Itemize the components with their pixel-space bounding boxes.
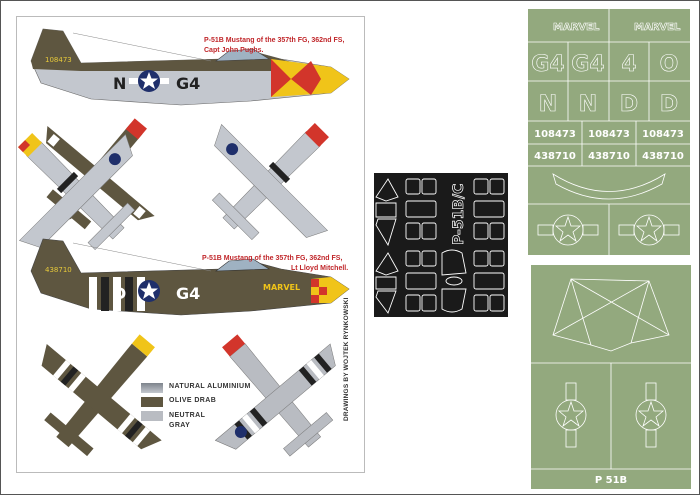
paint-mask-sheet-1: MARVEL MARVEL G4 G4 4 O N N D D 108473 1… bbox=[528, 9, 690, 255]
legend-label: NATURAL ALUMINIUM bbox=[169, 383, 251, 390]
profile-1-caption-line1: P-51B Mustang of the 357th FG, 362nd FS, bbox=[204, 37, 345, 44]
profile-2-code-right: G4 bbox=[176, 284, 200, 303]
mask-footer-label: P 51B bbox=[595, 475, 627, 486]
credit-text: DRAWINGS BY WOJTEK RYNKOWSKI bbox=[343, 297, 350, 421]
mask-code: D bbox=[620, 92, 638, 117]
legend-label: OLIVE DRAB bbox=[169, 397, 217, 404]
legend-swatch-olive bbox=[141, 397, 163, 407]
mask-serial: 108473 bbox=[534, 129, 576, 140]
aircraft-drawings: N G4 108473 bbox=[18, 28, 350, 457]
mask-marvel: MARVEL bbox=[634, 22, 681, 33]
legend-swatch-aluminium bbox=[141, 383, 163, 393]
profile-1-code-left: N bbox=[113, 74, 126, 93]
profile-1-top-views bbox=[18, 118, 329, 251]
legend-item: NEUTRAL GRAY bbox=[141, 411, 219, 431]
mask-serial: 438710 bbox=[588, 151, 630, 162]
mask-code: D bbox=[660, 92, 678, 117]
profile-2-top-views bbox=[41, 334, 336, 457]
profile-2-nose-art: MARVEL bbox=[263, 283, 300, 292]
mask-marvel: MARVEL bbox=[553, 22, 600, 33]
profile-1-code-right: G4 bbox=[176, 74, 200, 93]
mask-serial: 108473 bbox=[642, 129, 684, 140]
mask-code: G4 bbox=[531, 52, 564, 77]
profile-2-side-view: D G4 438710 MARVEL bbox=[30, 238, 350, 316]
mask-code: G4 bbox=[571, 52, 604, 77]
mask-code: 4 bbox=[621, 52, 636, 77]
profile-2-code-left: D bbox=[113, 284, 126, 303]
profile-1-caption-line2: Capt John Pughs. bbox=[204, 47, 264, 54]
legend-swatch-gray bbox=[141, 411, 163, 421]
mask-serial: 438710 bbox=[642, 151, 684, 162]
canopy-mask-sheet: P-51B/C bbox=[374, 173, 508, 317]
profile-2-caption-line1: P-51B Mustang of the 357th FG, 362nd FS, bbox=[202, 255, 343, 262]
profile-1-serial: 108473 bbox=[45, 56, 72, 64]
mask-serial: 108473 bbox=[588, 129, 630, 140]
mask-serial: 438710 bbox=[534, 151, 576, 162]
paint-mask-sheet-2: P 51B bbox=[531, 265, 691, 489]
mask-code: N bbox=[579, 92, 597, 117]
profile-2-serial: 438710 bbox=[45, 266, 72, 274]
legend-item: NATURAL ALUMINIUM bbox=[141, 383, 251, 393]
legend-item: OLIVE DRAB bbox=[141, 397, 216, 407]
canopy-mask-label: P-51B/C bbox=[451, 184, 467, 245]
profile-1-side-view: N G4 108473 bbox=[30, 28, 350, 106]
mask-code: O bbox=[660, 52, 679, 77]
profile-2-caption-line2: Lt Lloyd Mitchell. bbox=[291, 265, 349, 272]
mask-code: N bbox=[539, 92, 557, 117]
legend-label: NEUTRAL GRAY bbox=[169, 412, 206, 429]
